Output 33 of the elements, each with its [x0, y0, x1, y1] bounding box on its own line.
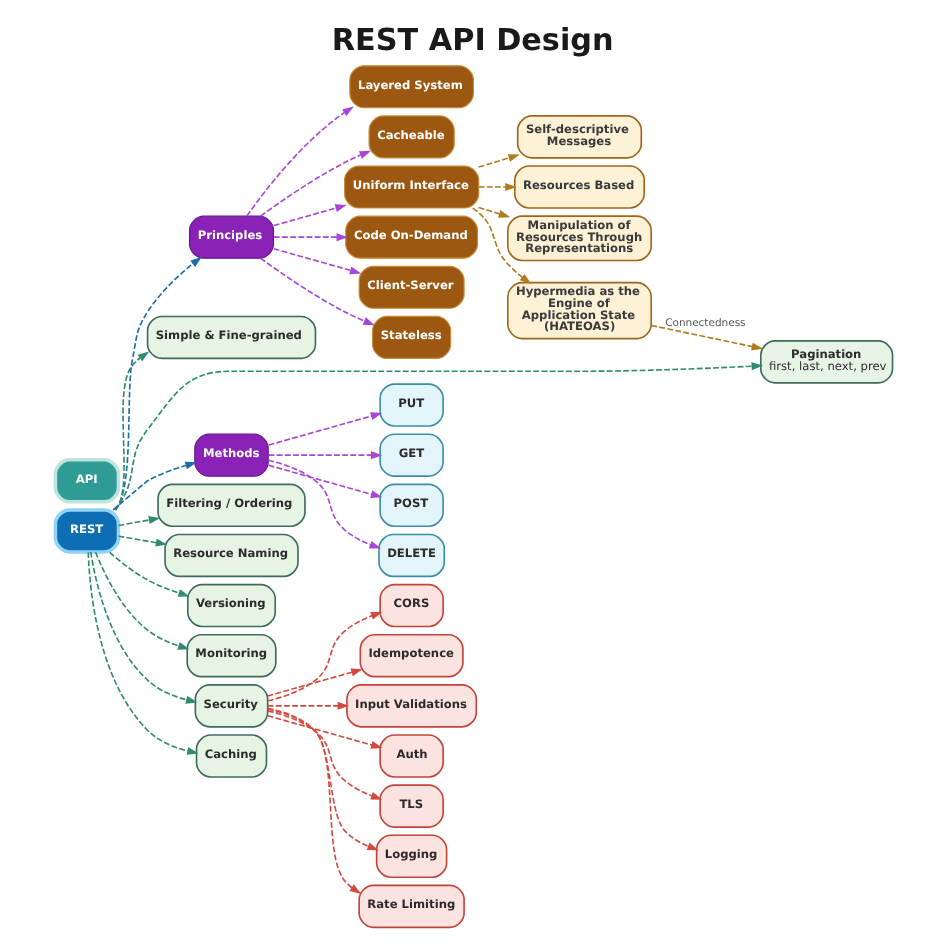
arrow [273, 203, 347, 226]
arrow [117, 515, 161, 526]
arrow [267, 463, 383, 498]
arrow [89, 550, 198, 703]
arrow [650, 323, 764, 350]
arrow [267, 411, 383, 445]
arrow [87, 550, 199, 754]
diagram-title: REST API Design [331, 21, 614, 58]
arrow [267, 450, 383, 459]
arrow [259, 149, 372, 216]
arrow [273, 247, 362, 274]
arrow [471, 206, 532, 284]
arrow [94, 550, 190, 649]
arrow [114, 350, 150, 510]
arrow [266, 706, 362, 893]
arrow [267, 667, 363, 696]
arrow [112, 460, 197, 510]
arrow [267, 709, 383, 799]
arrow [267, 458, 381, 548]
arrow [114, 255, 202, 510]
arrow [273, 232, 348, 241]
arrow [477, 153, 520, 167]
arrow [477, 182, 517, 191]
arrow [477, 205, 511, 217]
arrow [113, 361, 764, 510]
arrow [267, 700, 350, 709]
arrow [259, 256, 375, 325]
arrow [267, 713, 383, 748]
arrow [267, 707, 379, 850]
arrow [267, 610, 383, 701]
arrow [246, 105, 354, 216]
arrow [117, 534, 168, 546]
arrow [108, 550, 190, 596]
